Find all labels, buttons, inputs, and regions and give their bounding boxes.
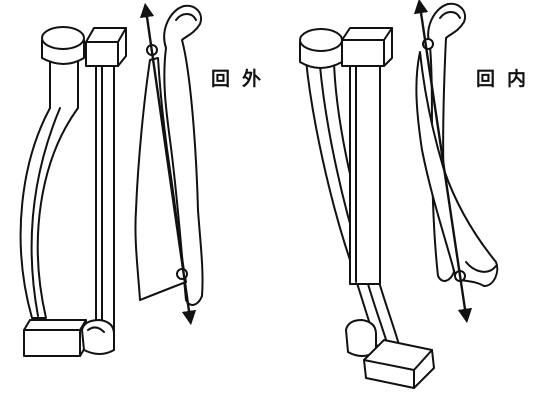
top-cylinder-left-cap xyxy=(42,27,84,49)
straight-bar-right xyxy=(350,58,380,284)
supination-bones xyxy=(135,6,202,318)
supination-model xyxy=(21,27,126,356)
bottom-disc-left xyxy=(82,320,114,354)
top-block-left xyxy=(86,28,126,66)
bottom-disc-right xyxy=(346,320,376,356)
pronation-bones xyxy=(416,4,497,316)
curved-bar-left xyxy=(21,56,78,318)
pivot-circle-left-bottom xyxy=(177,269,187,279)
supination-label: 回外 xyxy=(211,64,273,91)
bottom-block-left xyxy=(24,320,86,356)
pronation-model xyxy=(300,28,434,388)
top-cylinder-right-cap xyxy=(300,29,342,51)
pronation-label: 回内 xyxy=(476,64,538,91)
straight-bar-left xyxy=(96,56,114,338)
